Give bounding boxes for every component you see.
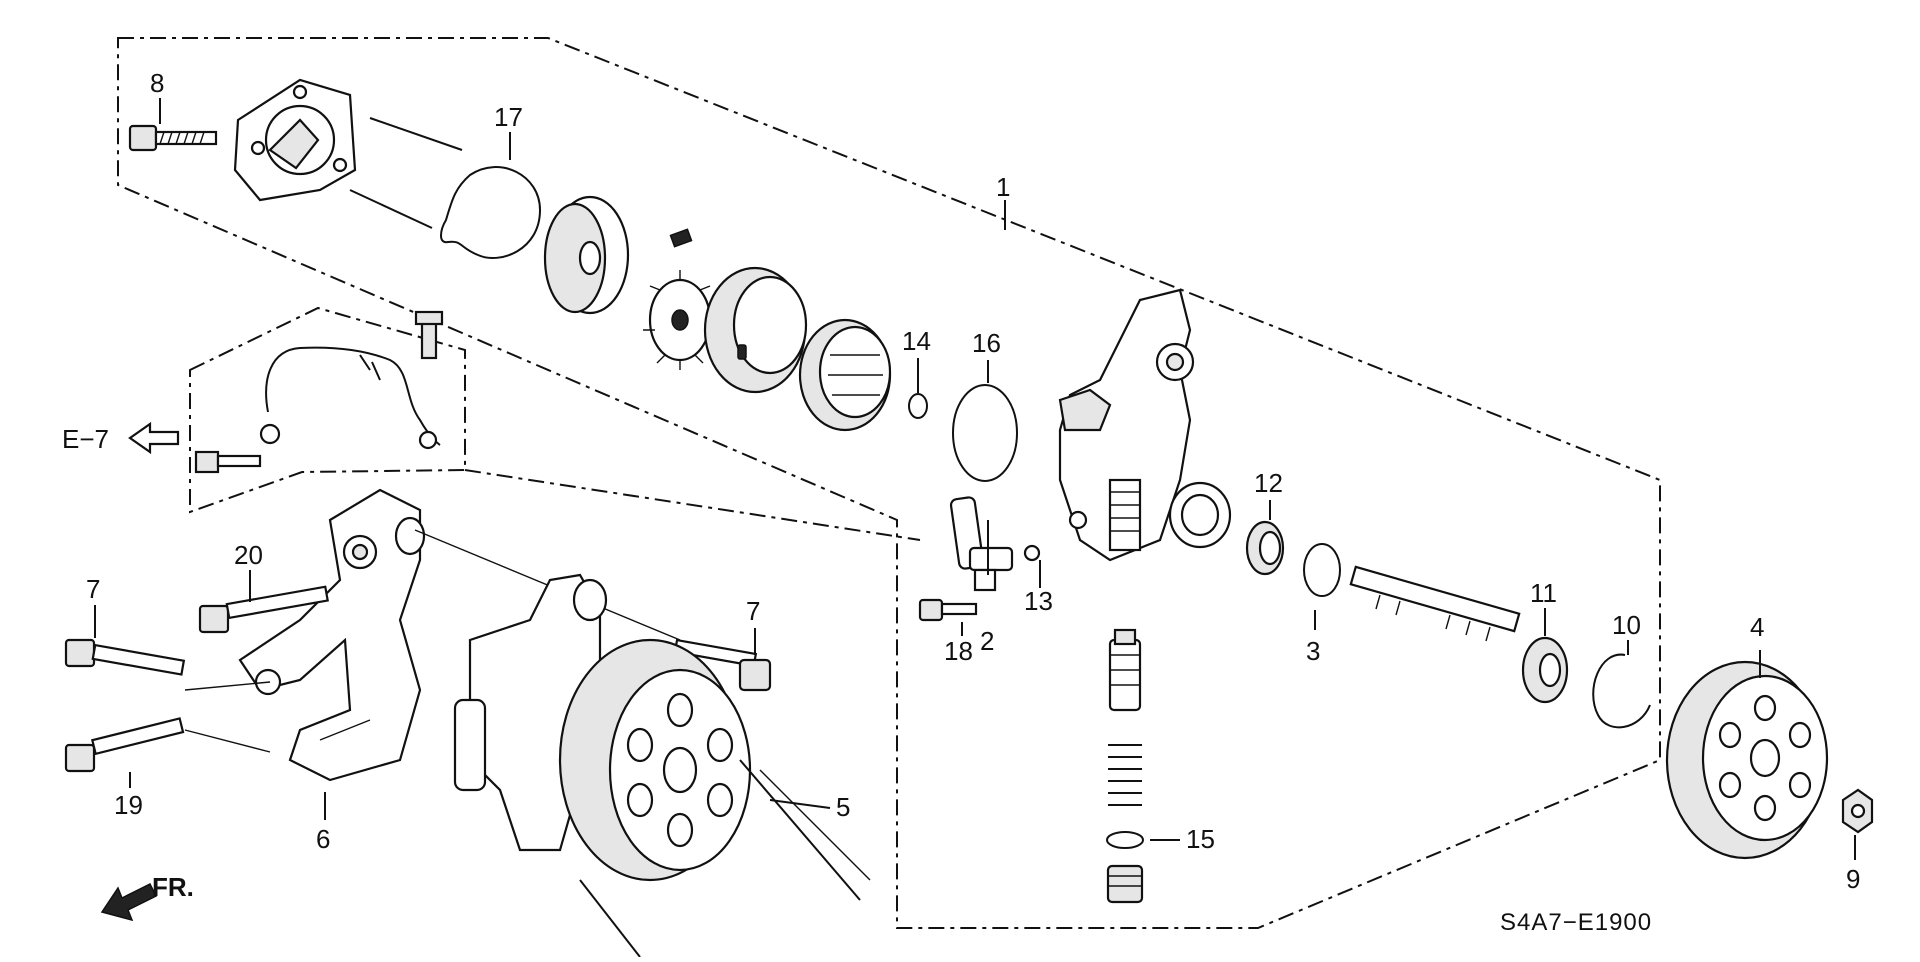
cam-ring (703, 266, 808, 394)
pump-cover (233, 78, 357, 202)
part-number-labels: 1 2 3 4 5 6 7 7 8 9 10 11 12 13 14 15 16… (86, 68, 1860, 894)
pump-bracket (238, 488, 426, 782)
part-label: 13 (1024, 586, 1053, 616)
bearing-11 (1521, 636, 1569, 704)
reference-arrow-icon (128, 421, 180, 455)
pulley-4 (1665, 660, 1829, 860)
o-ring-15 (1106, 831, 1144, 849)
part-label: 7 (746, 596, 760, 626)
nut-9 (1841, 788, 1874, 834)
pressure-plate (798, 318, 892, 432)
circlip-10 (1592, 653, 1651, 729)
drive-shaft (1349, 565, 1521, 642)
part-label: 4 (1750, 612, 1764, 642)
bolt-19 (64, 717, 185, 773)
part-label: 14 (902, 326, 931, 356)
part-label: 19 (114, 790, 143, 820)
part-label: 7 (86, 574, 100, 604)
harness-inset-boundary (189, 306, 466, 514)
dowel-pin (349, 189, 433, 229)
side-plate (543, 195, 630, 315)
bolt-20 (198, 585, 329, 634)
leader-lines (94, 98, 1856, 860)
part-label: 18 (944, 636, 973, 666)
reference-label: E−7 (62, 424, 109, 454)
dash-link (464, 469, 921, 541)
pump-body (1058, 288, 1232, 562)
bearing-12 (1245, 520, 1285, 576)
drive-belt-5 (579, 759, 871, 958)
oil-seal-3 (1303, 543, 1341, 597)
assembly-line (184, 681, 271, 691)
part-label: 17 (494, 102, 523, 132)
flow-control-valve (1108, 628, 1142, 712)
rotor (643, 228, 717, 370)
bolt-7-left (64, 638, 186, 676)
part-label: 6 (316, 824, 330, 854)
assembly-boundary (117, 37, 1661, 929)
assembly-line (184, 729, 271, 753)
part-label: 11 (1530, 578, 1557, 608)
part-label: 9 (1846, 864, 1860, 894)
front-arrow-icon (100, 882, 158, 922)
valve-spring (1108, 744, 1142, 806)
diagram-code: S4A7−E1900 (1500, 909, 1652, 936)
part-label: 1 (996, 172, 1010, 202)
bolt-18 (918, 598, 978, 622)
bolt-8 (128, 124, 218, 152)
front-label: FR. (152, 872, 194, 902)
o-ring-16 (952, 384, 1018, 482)
washer-14 (908, 393, 928, 419)
part-label: 8 (150, 68, 164, 98)
valve-cap-bolt (1106, 864, 1144, 904)
part-label: 2 (980, 626, 994, 656)
part-label: 10 (1612, 610, 1641, 640)
part-label: 12 (1254, 468, 1283, 498)
part-label: 16 (972, 328, 1001, 358)
part-label: 5 (836, 792, 850, 822)
ground-harness (194, 310, 444, 474)
assembled-pump (453, 573, 752, 882)
dowel-pin (369, 117, 463, 151)
outlet-fitting (949, 496, 1041, 592)
o-ring-17 (440, 166, 542, 259)
part-label: 15 (1186, 824, 1215, 854)
part-label: 20 (234, 540, 263, 570)
part-label: 3 (1306, 636, 1320, 666)
